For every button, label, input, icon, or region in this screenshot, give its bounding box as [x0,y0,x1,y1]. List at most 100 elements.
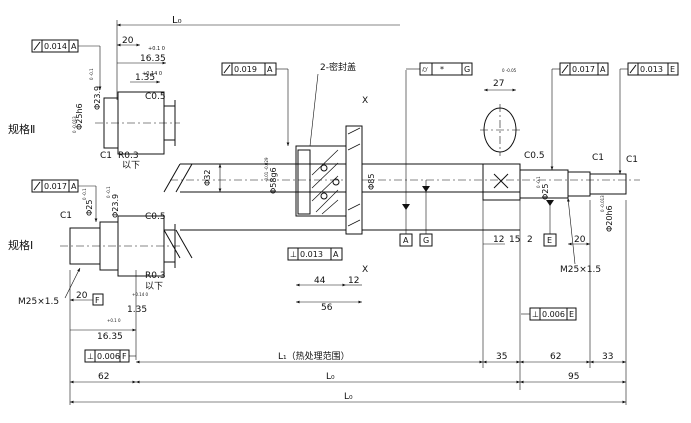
d12b-label: 12 [493,235,504,245]
fcf-value: 0.006 [97,352,120,361]
fcf-value: 0.013 [640,65,663,74]
d27-tol: 0 -0.05 [502,68,517,73]
fcf-value: 0.006 [542,310,565,319]
phi32-label: Φ32 [203,170,212,186]
phi58g6-label: Φ58g6 [269,167,278,194]
m25-right-label: M25×1.5 [560,265,601,275]
c1-a-label: C1 [100,151,112,161]
d16-35-bot-label: 16.35 [97,332,123,342]
datum-E-marker: E [543,200,557,247]
phi58-tol: -0.01 -0.029 [264,157,269,182]
fcf-runout-0017-A-left: 0.017 A [31,179,98,222]
L0-mid-label: L₀ [326,372,335,382]
fcf-datum: A [71,182,77,191]
c1-b-label: C1 [60,211,72,221]
d33-label: 33 [602,352,613,362]
break-mark [163,163,193,193]
phi25-c-label: Φ25 [541,184,550,200]
d15-label: 15 [509,235,520,245]
spec-1-end-view: 规格Ⅰ C1 Φ25 0 -0.1 Φ23.9 0 -0.1 C0.5 R0.3… [8,186,180,360]
r03-a-label: R0.3 [118,151,139,161]
phi23-9-top-label: Φ23.9 [93,86,102,110]
fcf-value: 0.014 [44,42,67,51]
datum-A: A [403,236,409,245]
fcf-runout-0014-A: 0.014 A [31,39,102,90]
datum-F: F [95,296,100,305]
c05-c-label: C0.5 [524,151,545,161]
fcf-perp-0006-E: ⊥ 0.006 E [521,307,577,321]
d35-label: 35 [496,352,507,362]
nut-flange [345,125,363,235]
phi25-b-label: Φ25 [85,200,94,216]
L0-top-label: L₀ [172,15,182,26]
d62l-label: 62 [98,372,109,382]
d1-35-tol: +0.14 0 [142,71,162,77]
phi25h6-tol: 0 -0.013 [72,116,77,133]
fcf-datum: E [569,310,574,319]
d56-label: 56 [321,303,333,313]
fcf-value: 0.013 [300,250,323,259]
d20c-label: 20 [574,235,586,245]
fcf-datum: A [71,42,77,51]
d27-label: 27 [493,79,504,89]
r03-b-sub: 以下 [145,282,163,292]
datum-G-marker: G [419,180,433,247]
d16-35-label: 16.35 [140,54,166,64]
datum-A-marker: A [399,70,413,247]
phi20h6-label: Φ20h6 [605,205,614,232]
phi23-9-b-label: Φ23.9 [111,194,120,218]
fcf-datum: A [333,250,339,259]
d62r-label: 62 [550,352,561,362]
phi25-b-tol: 0 -0.1 [82,188,87,200]
d16-35-tol: +0.1 0 [148,46,165,52]
datum-E: E [547,236,552,245]
fcf-value: 0.017 [572,65,595,74]
fcf-runout-0013-E: 0.013 E [618,62,679,174]
fcf-runout-0019-A: 0.019 A [221,62,290,146]
d20-label: 20 [122,36,134,46]
fcf-datum: G [464,65,470,74]
ball-thread [311,149,339,215]
d16-35-bot-tol: +0.1 0 [107,318,121,323]
top-dimension-group: L₀ 20 +0.1 0 16.35 +0.14 0 1.35 [116,15,400,100]
r03-a-sub: 以下 [122,161,140,171]
r03-b-label: R0.3 [145,271,166,281]
spec-2-end-view: 规格Ⅱ Φ25h6 0 -0.013 Φ23.9 0 -0.1 C0.5 C1 … [8,68,180,171]
phi25-c-tol: 0 -0.1 [536,176,541,188]
d2-label: 2 [527,235,533,245]
d12a-label: 12 [348,276,359,286]
L1-label: L₁（热处理范围） [278,350,350,362]
fcf-value: 0.017 [44,182,67,191]
d20b-label: 20 [76,291,88,301]
d44-label: 44 [314,276,326,286]
phi23-9-top-tol: 0 -0.1 [89,68,94,80]
phi20h6-tol: 0 -0.013 [600,195,605,212]
fcf-runout-0017-A-right: 0.017 A [550,62,609,170]
fcf-cyl-G: ⌭ * G [406,62,473,76]
seal-label: 2-密封盖 [320,61,356,73]
phi25h6-label: Φ25h6 [75,103,84,130]
break-mark [163,229,193,259]
datum-G: G [423,236,429,245]
c1-c-label: C1 [592,153,604,163]
fcf-symbol: ⊥ [290,250,297,259]
fcf-value: * [440,65,444,74]
fcf-perp-0006-F: ⊥ 0.006 F [84,349,136,363]
fcf-perp-0013-A: ⊥ 0.013 A [287,247,343,261]
spec1-label: 规格Ⅰ [8,238,33,252]
d1-35-label: 1.35 [135,73,155,83]
d95-label: 95 [568,372,579,382]
d1-35-bot-label: 1.35 [127,305,147,315]
c05-a-label: C0.5 [145,92,166,102]
d1-35-bot-tol: +0.14 0 [132,292,149,297]
fcf-symbol: ⊥ [87,352,94,361]
c05-b-label: C0.5 [145,212,166,222]
fcf-symbol: ⌭ [422,65,428,74]
spec2-label: 规格Ⅱ [8,122,35,136]
fcf-datum: E [670,65,675,74]
nut-body [295,145,355,217]
m25-left-label: M25×1.5 [18,297,59,307]
L0-bottom-label: L₀ [344,392,353,402]
fcf-datum: A [600,65,606,74]
